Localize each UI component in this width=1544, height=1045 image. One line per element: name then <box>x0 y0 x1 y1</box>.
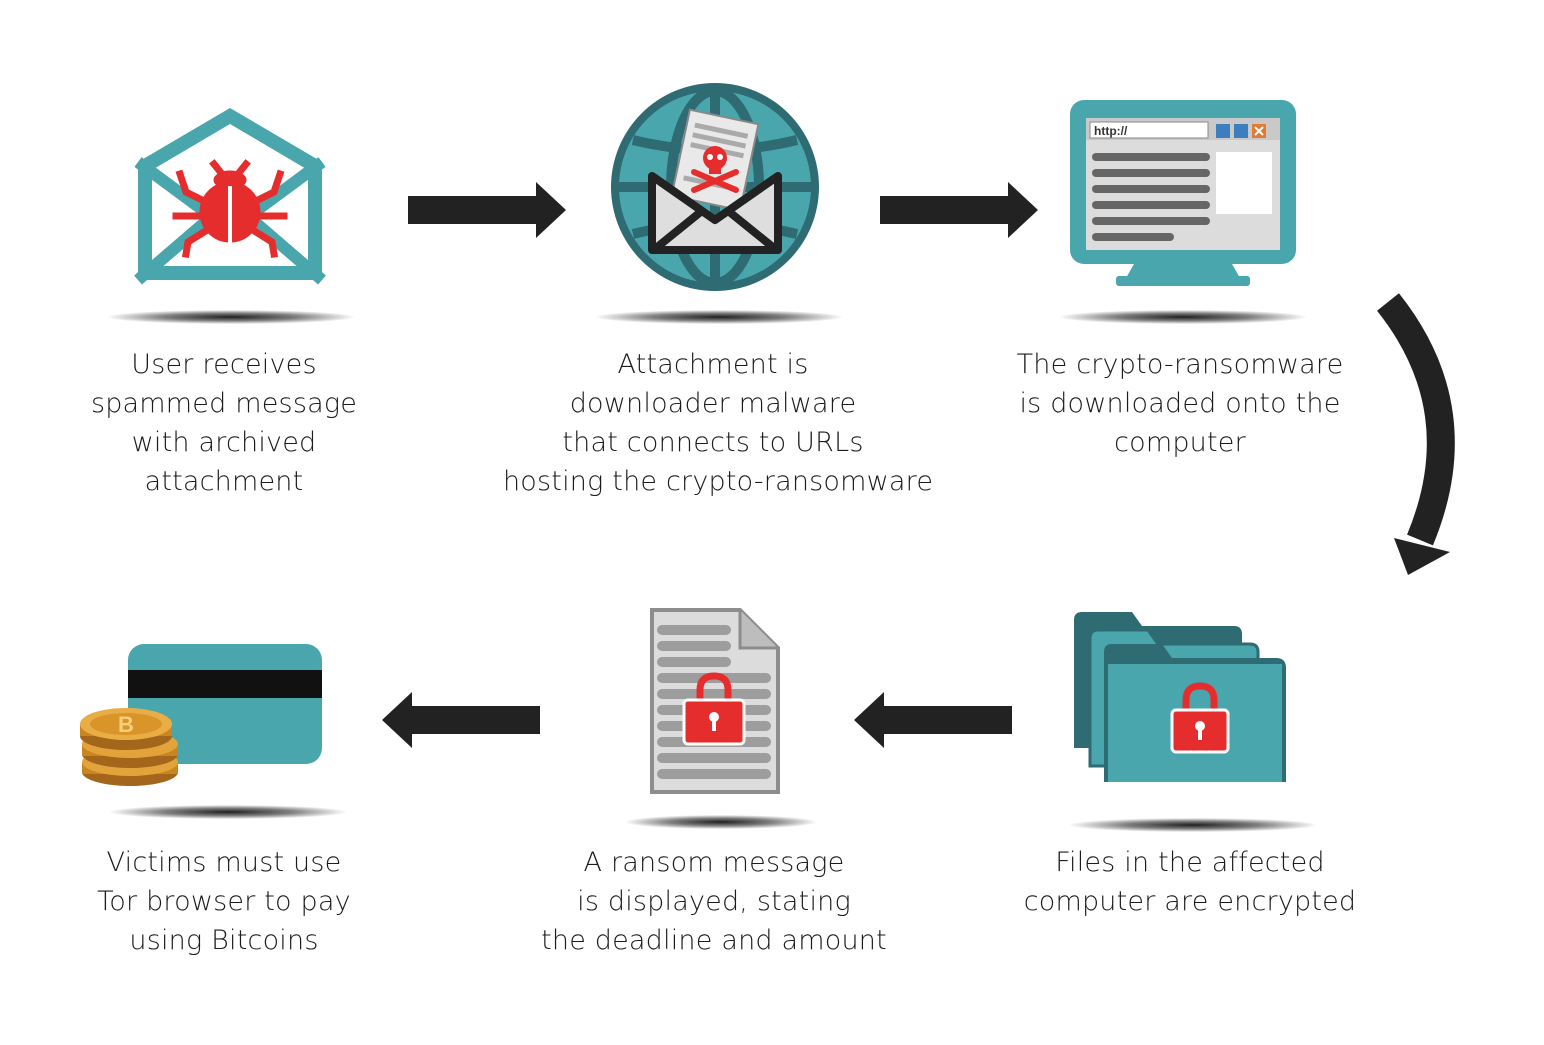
browser-url-text: http:// <box>1094 124 1128 138</box>
icon-shadow <box>110 805 346 819</box>
bitcoin-symbol-text: B <box>118 712 134 737</box>
arrow-left-icon <box>854 692 1012 748</box>
icon-shadow <box>1070 818 1316 832</box>
arrow-left-icon <box>382 692 540 748</box>
bug-envelope-icon <box>134 108 326 285</box>
arrow-right-icon <box>880 182 1038 238</box>
skull-crossbones-icon <box>691 146 739 193</box>
icon-shadow <box>108 310 354 324</box>
lock-icon <box>1170 682 1230 754</box>
arrow-right-icon <box>408 182 566 238</box>
card-bitcoin-icon: B <box>80 644 322 786</box>
bitcoin-icon: B <box>80 708 178 786</box>
minimize-icon <box>1216 124 1230 138</box>
locked-document-icon <box>650 608 780 794</box>
bug-icon <box>172 159 288 259</box>
icon-shadow <box>1060 310 1306 324</box>
maximize-icon <box>1234 124 1248 138</box>
icon-shadow <box>596 310 842 324</box>
lock-icon <box>682 672 746 746</box>
icon-shadow <box>626 815 816 829</box>
globe-mail-icon <box>611 83 819 291</box>
curved-arrow-icon <box>1376 293 1455 575</box>
monitor-browser-icon: http:// <box>1070 100 1296 286</box>
encrypted-folder-icon <box>1074 612 1286 782</box>
